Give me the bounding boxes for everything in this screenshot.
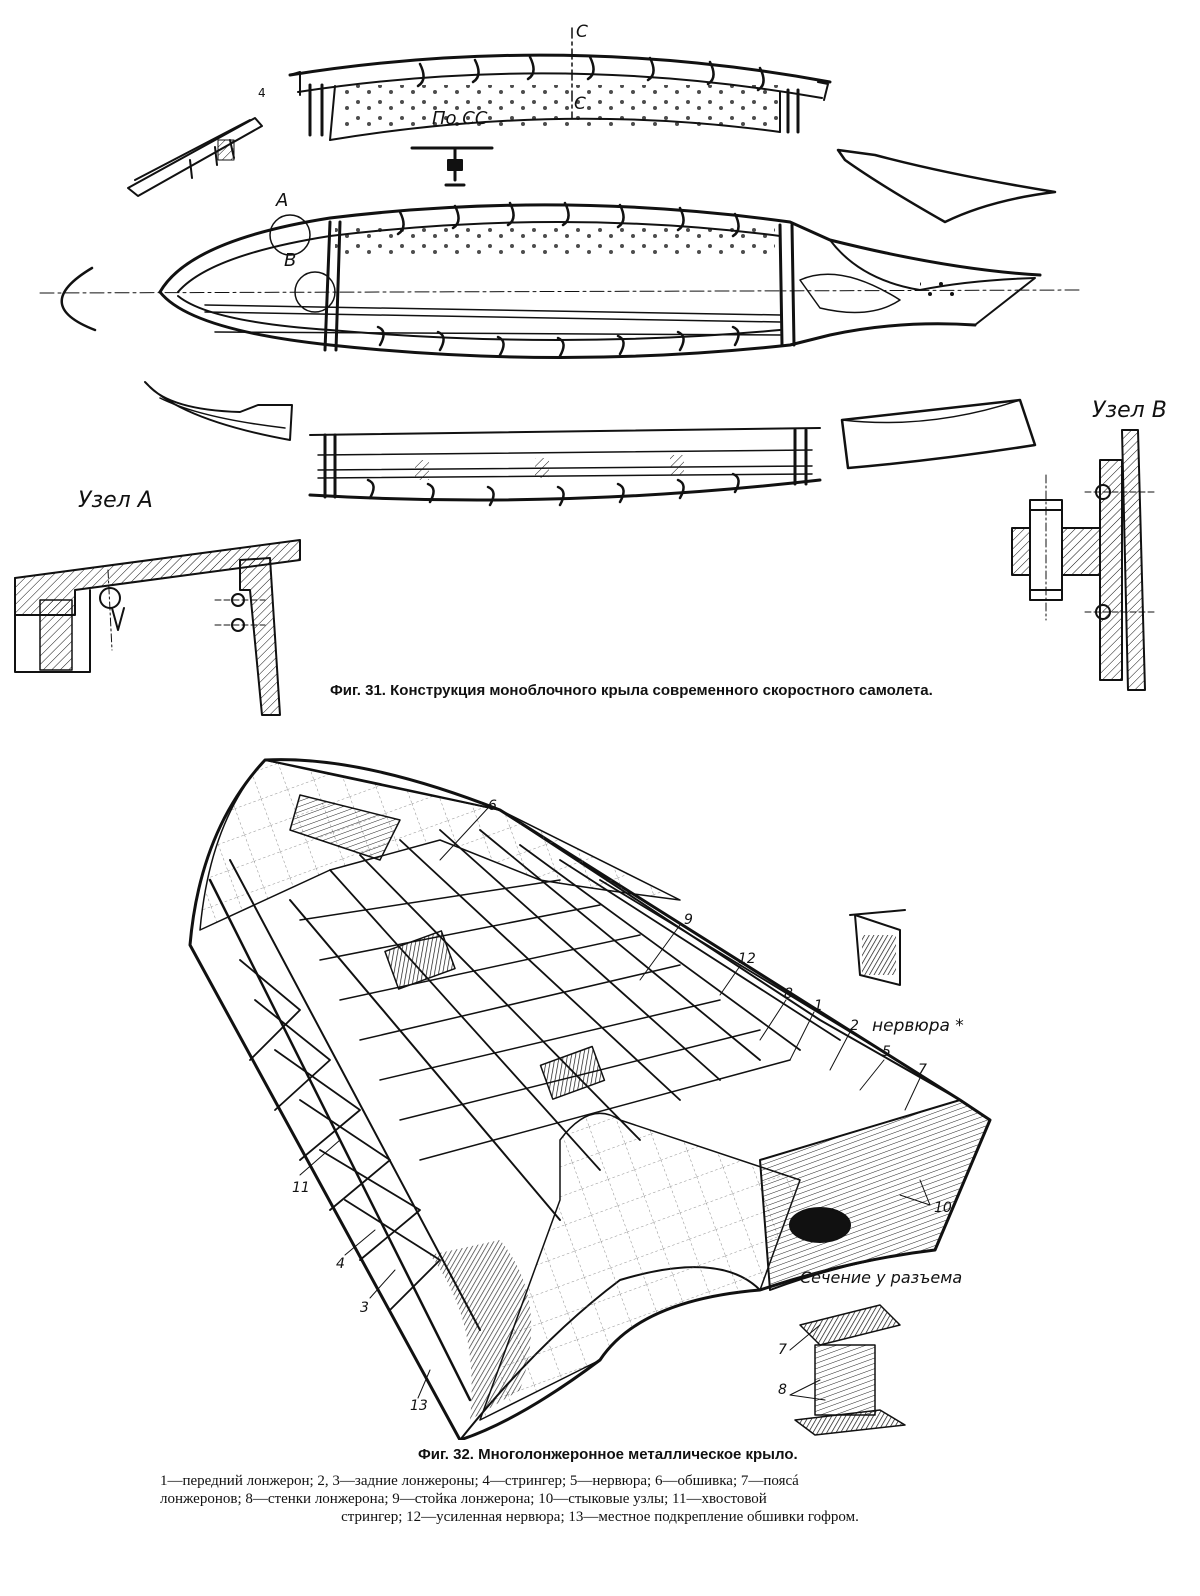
label-10: 10 xyxy=(934,1200,952,1216)
label-2: 2 xyxy=(850,1018,859,1034)
figure-32-drawing xyxy=(188,758,992,1440)
legend-line-1: 1—передний лонжерон; 2, 3—задние лонжеро… xyxy=(160,1473,799,1489)
label-5: 5 xyxy=(882,1044,891,1060)
spar-section-detail xyxy=(794,1304,906,1436)
label-12: 12 xyxy=(738,951,756,967)
leading-edge-pieces xyxy=(60,117,263,332)
node-b-detail xyxy=(1011,429,1156,691)
label-7: 7 xyxy=(918,1062,927,1078)
mark-a-label: А xyxy=(276,190,289,211)
cut-c-bottom-label: С xyxy=(574,94,586,114)
detail-label-8: 8 xyxy=(778,1382,787,1398)
label-1: 1 xyxy=(814,998,823,1014)
mark-4: 4 xyxy=(258,86,266,100)
figure-32-caption: Фиг. 32. Многолонжеронное металлическое … xyxy=(418,1446,798,1463)
mark-b-label: В xyxy=(284,250,297,271)
label-8: 8 xyxy=(784,986,793,1002)
node-a-label: Узел А xyxy=(78,488,153,513)
legend-line-3: стрингер; 12—усиленная нервюра; 13—местн… xyxy=(341,1509,859,1525)
trailing-edge-pieces xyxy=(836,148,1057,470)
rib-star-label: нервюра * xyxy=(872,1016,964,1036)
node-b-label: Узел В xyxy=(1092,398,1167,423)
figure-31-caption: Фиг. 31. Конструкция моноблочного крыла … xyxy=(330,682,933,699)
section-cc-label: По СС xyxy=(432,108,488,129)
upper-panel-assembly xyxy=(288,27,832,141)
label-6: 6 xyxy=(488,798,497,814)
spar-node-detail-top xyxy=(849,909,906,986)
internal-structure xyxy=(208,794,881,1402)
section-cc-profile xyxy=(410,146,494,187)
leader-lines xyxy=(299,807,931,1401)
lower-panel-assembly xyxy=(308,427,822,507)
label-3: 3 xyxy=(360,1300,369,1316)
main-wing-profile xyxy=(39,201,1081,359)
figure-32-legend: 1—передний лонжерон; 2, 3—задние лонжеро… xyxy=(160,1472,1040,1526)
legend-line-2: лонжеронов; 8—стенки лонжерона; 9—стойка… xyxy=(160,1491,767,1507)
label-4: 4 xyxy=(336,1256,345,1272)
label-13: 13 xyxy=(410,1398,428,1414)
node-a-detail xyxy=(14,539,301,716)
lower-leading-fragment xyxy=(144,381,293,441)
figure-31-drawing xyxy=(14,27,1156,716)
label-9: 9 xyxy=(684,912,693,928)
cut-c-top-label: С xyxy=(576,22,588,42)
detail-label-7: 7 xyxy=(778,1342,787,1358)
section-at-joint-label: Сечение у разъема xyxy=(800,1268,963,1287)
label-11: 11 xyxy=(292,1180,310,1196)
